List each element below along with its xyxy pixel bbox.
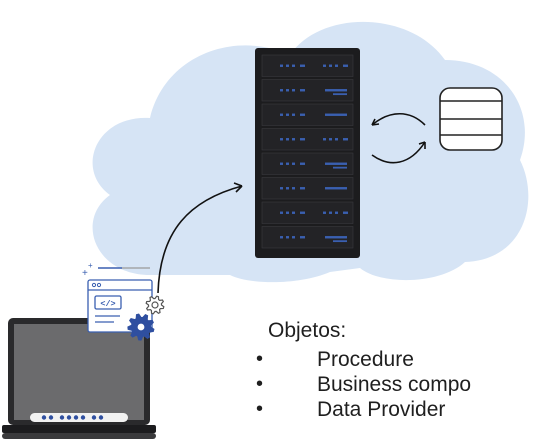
laptop-icon xyxy=(2,318,156,439)
server-unit xyxy=(261,79,354,102)
objetos-list: Objetos: • Procedure • Business compo • … xyxy=(256,318,471,422)
server-led xyxy=(300,162,305,165)
server-led xyxy=(323,64,326,67)
server-led xyxy=(323,138,326,141)
server-led xyxy=(280,64,283,67)
server-led xyxy=(286,187,289,190)
server-led xyxy=(286,64,289,67)
server-led xyxy=(300,187,305,190)
server-led xyxy=(292,211,295,214)
server-led xyxy=(300,138,305,141)
server-led xyxy=(323,211,326,214)
server-unit xyxy=(261,152,354,175)
server-unit xyxy=(261,103,354,126)
bullet: • xyxy=(256,398,264,421)
objetos-items: • Procedure • Business compo • Data Prov… xyxy=(256,347,471,422)
bullet: • xyxy=(256,373,264,396)
server-led xyxy=(329,64,332,67)
server-led xyxy=(300,236,305,239)
server-led xyxy=(292,89,295,92)
server-bar xyxy=(325,162,347,165)
server-led xyxy=(335,211,338,214)
server-led xyxy=(286,113,289,116)
server-bar xyxy=(325,187,347,190)
gear-icon xyxy=(127,295,165,341)
server-led xyxy=(280,162,283,165)
server-led xyxy=(335,64,338,67)
list-item-label: Data Provider xyxy=(317,398,446,422)
server-led xyxy=(300,89,305,92)
server-led xyxy=(292,187,295,190)
server-led xyxy=(300,113,305,116)
server-led xyxy=(280,138,283,141)
server-led xyxy=(300,64,305,67)
list-item: • Procedure xyxy=(256,347,414,372)
server-unit xyxy=(261,226,354,249)
server-led xyxy=(292,138,295,141)
server-led xyxy=(280,89,283,92)
server-led xyxy=(292,162,295,165)
server-led xyxy=(329,138,332,141)
svg-text:+: + xyxy=(82,268,88,279)
server-bar xyxy=(333,240,347,243)
server-led xyxy=(280,187,283,190)
server-led xyxy=(329,211,332,214)
gear-hole xyxy=(151,301,159,309)
server-rack-icon xyxy=(255,48,360,258)
database-icon xyxy=(439,87,503,151)
server-unit xyxy=(261,177,354,200)
objetos-heading: Objetos: xyxy=(268,319,347,342)
server-led xyxy=(286,138,289,141)
gear-hole xyxy=(136,322,146,332)
server-led xyxy=(286,89,289,92)
server-bar xyxy=(333,166,347,169)
server-unit xyxy=(261,201,354,224)
server-bar xyxy=(333,93,347,96)
server-bar xyxy=(325,89,347,92)
server-led xyxy=(343,211,348,214)
server-led xyxy=(343,64,348,67)
server-led xyxy=(280,211,283,214)
server-led xyxy=(335,138,338,141)
server-led xyxy=(286,211,289,214)
server-led xyxy=(280,236,283,239)
list-item: • Business compo xyxy=(256,372,471,397)
server-led xyxy=(343,138,348,141)
list-item: • Data Provider xyxy=(256,397,445,422)
server-led xyxy=(286,162,289,165)
server-unit xyxy=(261,128,354,151)
list-item-label: Business compo xyxy=(317,373,472,397)
server-led xyxy=(280,113,283,116)
server-bar xyxy=(325,113,347,116)
svg-text:+: + xyxy=(88,261,93,270)
server-led xyxy=(292,236,295,239)
server-led xyxy=(292,64,295,67)
server-led xyxy=(286,236,289,239)
server-bar xyxy=(325,236,347,239)
list-item-label: Procedure xyxy=(317,348,414,372)
server-led xyxy=(292,113,295,116)
sync-arrows-icon xyxy=(371,113,426,164)
curved-arrow-icon xyxy=(157,182,243,294)
server-unit xyxy=(261,54,354,77)
svg-text:</>: </> xyxy=(100,299,115,309)
bullet: • xyxy=(256,348,264,371)
server-led xyxy=(300,211,305,214)
